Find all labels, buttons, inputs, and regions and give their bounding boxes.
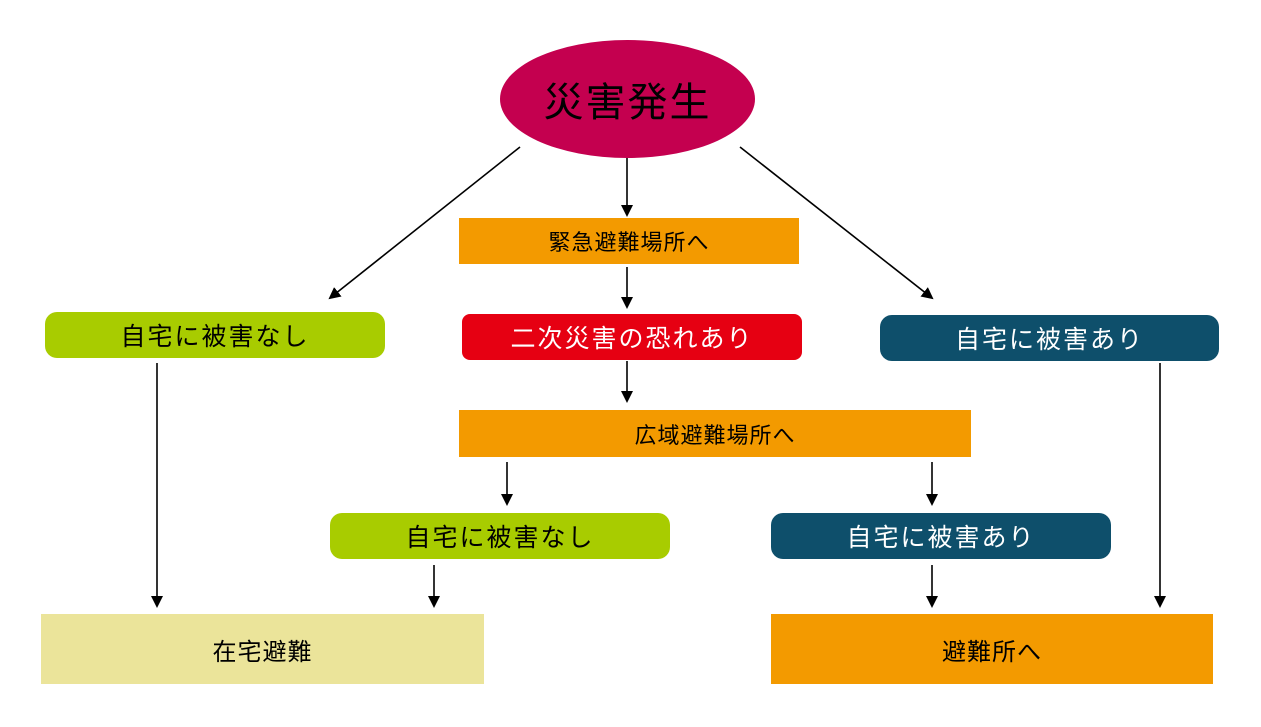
node-label: 自宅に被害あり <box>846 523 1036 552</box>
home-damage-mid-node: 自宅に被害あり <box>771 513 1111 559</box>
node-label: 自宅に被害なし <box>120 322 310 351</box>
node-label: 在宅避難 <box>212 637 313 666</box>
home-evacuation-node: 在宅避難 <box>41 614 484 684</box>
node-label: 二次災害の恐れあり <box>510 324 754 353</box>
disaster-occurrence-node: 災害発生 <box>500 40 755 158</box>
node-label: 災害発生 <box>543 80 712 126</box>
node-label: 広域避難場所へ <box>634 423 796 449</box>
node-label: 自宅に被害なし <box>405 523 595 552</box>
node-label: 自宅に被害あり <box>954 325 1144 354</box>
node-label: 緊急避難場所へ <box>548 231 710 256</box>
arrow-start-to-damage-right <box>739 146 934 300</box>
no-home-damage-mid-node: 自宅に被害なし <box>330 513 670 559</box>
emergency-shelter-node: 緊急避難場所へ <box>459 218 799 264</box>
home-damage-right-node: 自宅に被害あり <box>880 315 1219 361</box>
secondary-disaster-risk-node: 二次災害の恐れあり <box>462 314 802 360</box>
node-label: 避難所へ <box>942 637 1042 666</box>
no-home-damage-left-node: 自宅に被害なし <box>45 312 385 358</box>
to-shelter-node: 避難所へ <box>771 614 1213 684</box>
arrow-start-to-no-damage-left <box>328 146 521 300</box>
wide-area-shelter-node: 広域避難場所へ <box>459 410 971 457</box>
